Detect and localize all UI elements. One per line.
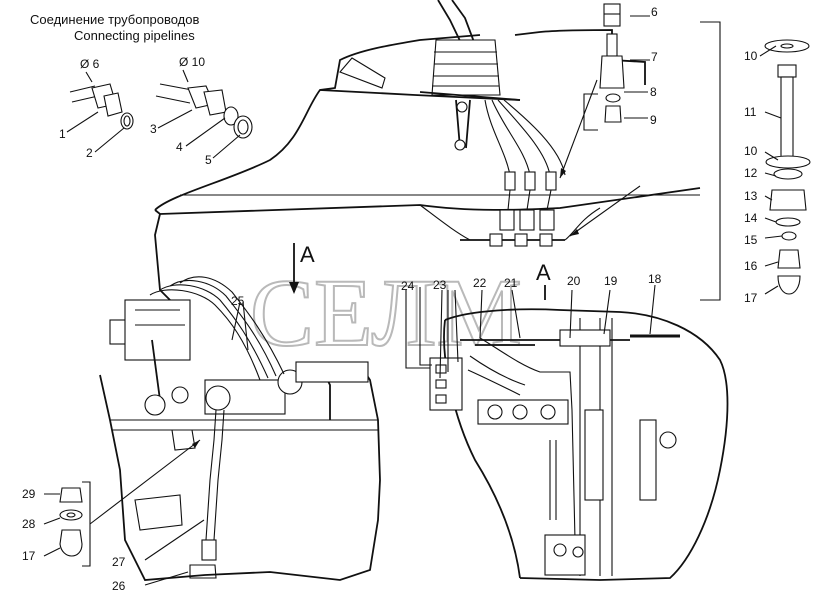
callout-26: 26: [112, 579, 126, 593]
callout-14: 14: [744, 211, 758, 225]
callout-11: 11: [744, 105, 757, 119]
callout-19: 19: [604, 274, 618, 288]
callout-8: 8: [650, 85, 657, 99]
callout-3: 3: [150, 122, 157, 136]
view-marker-a-left: A: [300, 242, 315, 267]
detail-pipe-d6: [69, 83, 134, 130]
callout-1: 1: [59, 127, 66, 141]
bolt-detail-10-17: [700, 21, 811, 301]
callout-27: 27: [112, 555, 126, 569]
callout-5: 5: [205, 153, 212, 167]
control-pipes-upper: [460, 99, 601, 247]
callout-28: 28: [22, 517, 36, 531]
fitting-detail-6-9: [583, 3, 650, 131]
callout-6: 6: [651, 5, 658, 19]
callout-13: 13: [744, 189, 758, 203]
callout-22: 22: [473, 276, 487, 290]
callout-16: 16: [744, 259, 758, 273]
title-english: Connecting pipelines: [74, 28, 195, 43]
label-diameter-10: Ø 10: [179, 55, 205, 69]
callout-17-left: 17: [22, 549, 36, 563]
callout-20: 20: [567, 274, 581, 288]
fitting-detail-17-29: [43, 481, 91, 567]
callout-17-right: 17: [744, 291, 758, 305]
control-pipes-lower: [149, 276, 285, 579]
callout-23: 23: [433, 278, 447, 292]
detail-pipe-d10: [155, 83, 253, 139]
label-diameter-6: Ø 6: [80, 57, 100, 71]
callout-10-top: 10: [744, 49, 758, 63]
callout-7: 7: [651, 50, 658, 64]
callout-18: 18: [648, 272, 662, 286]
main-supply-pipe: [154, 213, 176, 306]
callout-21: 21: [504, 276, 518, 290]
view-marker-a-right: A: [536, 260, 551, 285]
callout-9: 9: [650, 113, 657, 127]
callout-15: 15: [744, 233, 758, 247]
title-russian: Соединение трубопроводов: [30, 12, 200, 27]
callout-4: 4: [176, 140, 183, 154]
callout-2: 2: [86, 146, 93, 160]
view-a-assembly: [429, 308, 729, 581]
hydraulic-valve-assembly: [99, 299, 381, 581]
callout-25: 25: [231, 294, 245, 308]
callout-12: 12: [744, 166, 758, 180]
callout-29: 29: [22, 487, 36, 501]
callout-24: 24: [401, 279, 415, 293]
callout-10-bottom: 10: [744, 144, 758, 158]
control-lever: [419, 0, 521, 151]
